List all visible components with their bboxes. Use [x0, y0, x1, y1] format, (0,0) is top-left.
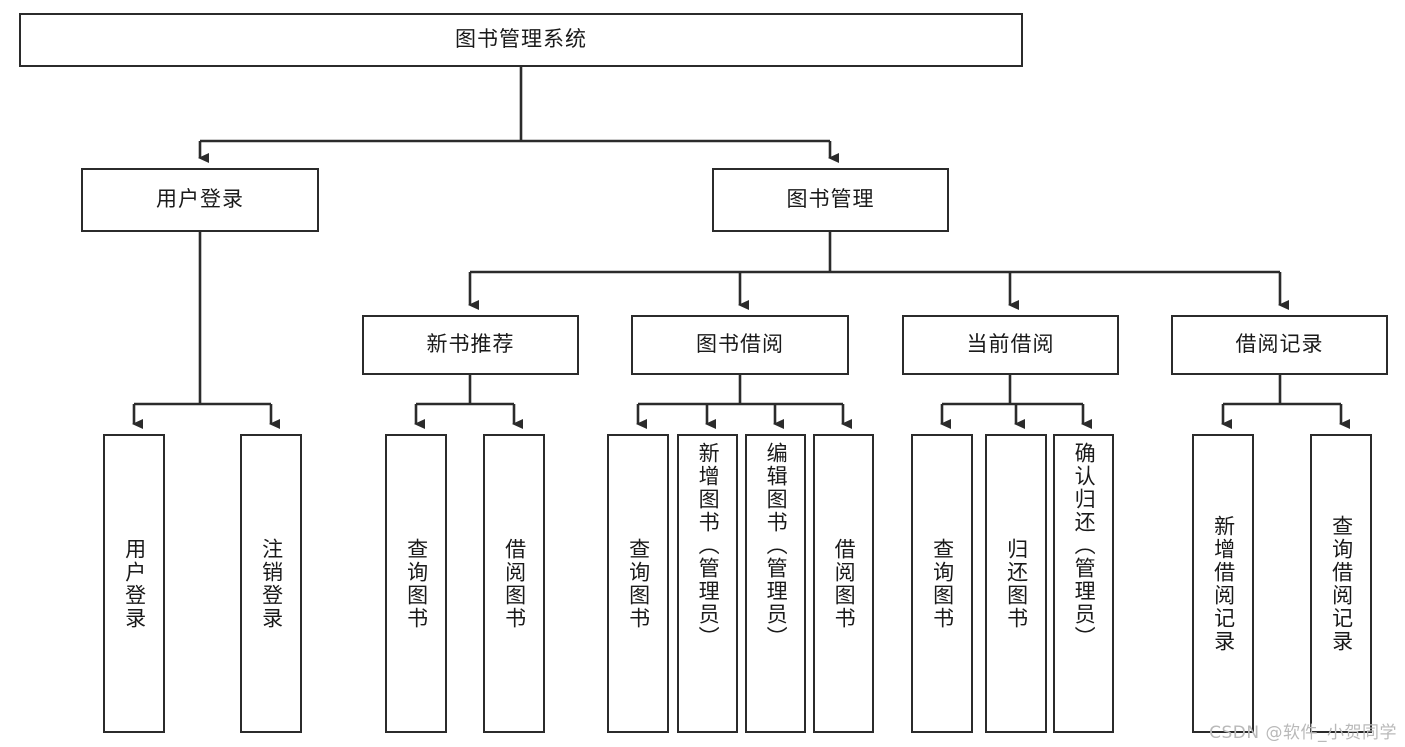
node-current-borrow[interactable]: 当前借阅 [902, 315, 1119, 375]
watermark: CSDN @软件_小贺同学 [1209, 723, 1397, 743]
node-new-book-recommend[interactable]: 新书推荐 [362, 315, 579, 375]
node-leaf-borrow-book[interactable]: 借阅图书 [813, 434, 874, 733]
node-book-borrow-label: 图书借阅 [696, 332, 784, 357]
node-leaf-query-book-borrow[interactable]: 查询图书 [607, 434, 669, 733]
node-leaf-add-book[interactable]: 新增图书（管理员） [677, 434, 738, 733]
node-user-login[interactable]: 用户登录 [81, 168, 319, 232]
node-leaf-query-book-current[interactable]: 查询图书 [911, 434, 973, 733]
node-leaf-borrow-book-label: 借阅图书 [832, 537, 857, 630]
node-leaf-query-borrow-record[interactable]: 查询借阅记录 [1310, 434, 1372, 733]
node-leaf-user-login[interactable]: 用户登录 [103, 434, 165, 733]
node-leaf-query-book-recommend[interactable]: 查询图书 [385, 434, 447, 733]
node-leaf-return-book[interactable]: 归还图书 [985, 434, 1047, 733]
node-root[interactable]: 图书管理系统 [19, 13, 1023, 67]
node-book-management[interactable]: 图书管理 [712, 168, 949, 232]
node-user-login-label: 用户登录 [156, 187, 244, 212]
node-leaf-borrow-book-recommend-label: 借阅图书 [502, 537, 527, 630]
node-leaf-user-login-label: 用户登录 [122, 537, 147, 630]
node-new-book-recommend-label: 新书推荐 [426, 332, 515, 357]
node-book-management-label: 图书管理 [786, 187, 875, 212]
node-leaf-confirm-return[interactable]: 确认归还（管理员） [1053, 434, 1114, 733]
node-borrow-record-label: 借阅记录 [1235, 332, 1324, 357]
node-leaf-query-book-current-label: 查询图书 [930, 537, 955, 630]
node-leaf-edit-book-label: 编辑图书（管理员） [764, 442, 789, 649]
node-book-borrow[interactable]: 图书借阅 [631, 315, 849, 375]
node-leaf-edit-book[interactable]: 编辑图书（管理员） [745, 434, 806, 733]
node-current-borrow-label: 当前借阅 [966, 332, 1055, 357]
node-leaf-add-borrow-record-label: 新增借阅记录 [1211, 514, 1236, 653]
node-leaf-confirm-return-label: 确认归还（管理员） [1072, 442, 1097, 649]
node-borrow-record[interactable]: 借阅记录 [1171, 315, 1388, 375]
node-leaf-return-book-label: 归还图书 [1004, 537, 1029, 630]
node-leaf-borrow-book-recommend[interactable]: 借阅图书 [483, 434, 545, 733]
node-leaf-query-borrow-record-label: 查询借阅记录 [1329, 514, 1354, 653]
node-leaf-add-borrow-record[interactable]: 新增借阅记录 [1192, 434, 1254, 733]
node-leaf-user-logout[interactable]: 注销登录 [240, 434, 302, 733]
node-root-label: 图书管理系统 [455, 27, 587, 52]
node-leaf-add-book-label: 新增图书（管理员） [696, 442, 721, 649]
node-leaf-user-logout-label: 注销登录 [259, 537, 284, 630]
node-leaf-query-book-recommend-label: 查询图书 [404, 537, 429, 630]
node-leaf-query-book-borrow-label: 查询图书 [626, 537, 651, 630]
